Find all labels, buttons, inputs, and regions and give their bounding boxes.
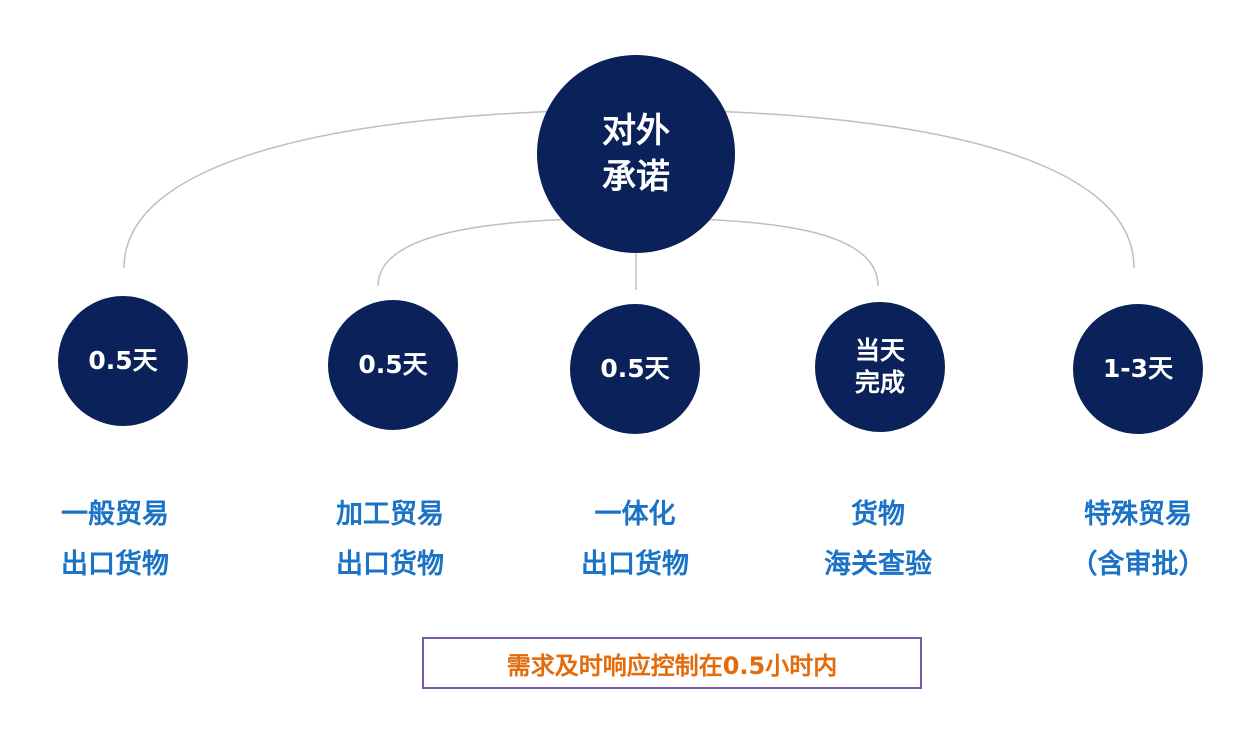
center-commitment-circle: 对外 承诺 [537,55,735,253]
label-line-1: 特殊贸易 [1084,499,1192,530]
label-line-1: 一般贸易 [61,499,169,530]
response-time-text: 需求及时响应控制在0.5小时内 [506,651,838,680]
time-value: 0.5天 [600,354,670,383]
time-value: 1-3天 [1102,354,1174,383]
time-value: 0.5天 [358,350,428,379]
label-special-trade: 特殊贸易 （含审批） [1028,490,1241,590]
time-value: 0.5天 [88,346,158,375]
label-line-1: 一体化 [594,499,676,530]
response-time-note: 需求及时响应控制在0.5小时内 [422,637,922,689]
label-processing-trade: 加工贸易 出口货物 [280,490,500,590]
label-line-2: 出口货物 [336,549,444,580]
time-circle-integrated: 0.5天 [570,304,700,434]
time-circle-processing-trade: 0.5天 [328,300,458,430]
time-circle-customs-inspection: 当天 完成 [815,302,945,432]
label-line-2: （含审批） [1070,549,1206,580]
time-circle-general-trade: 0.5天 [58,296,188,426]
center-line-2: 承诺 [602,157,670,197]
label-line-1: 货物 [851,499,905,530]
label-customs-inspection: 货物 海关查验 [768,490,988,590]
label-line-2: 出口货物 [581,549,689,580]
label-general-trade: 一般贸易 出口货物 [5,490,225,590]
time-circle-special-trade: 1-3天 [1073,304,1203,434]
center-line-1: 对外 [602,111,670,151]
time-value-line-2: 完成 [854,368,905,397]
label-line-2: 出口货物 [61,549,169,580]
label-line-1: 加工贸易 [336,499,444,530]
label-integrated: 一体化 出口货物 [525,490,745,590]
label-line-2: 海关查验 [824,549,932,580]
time-value-line-1: 当天 [854,336,905,365]
